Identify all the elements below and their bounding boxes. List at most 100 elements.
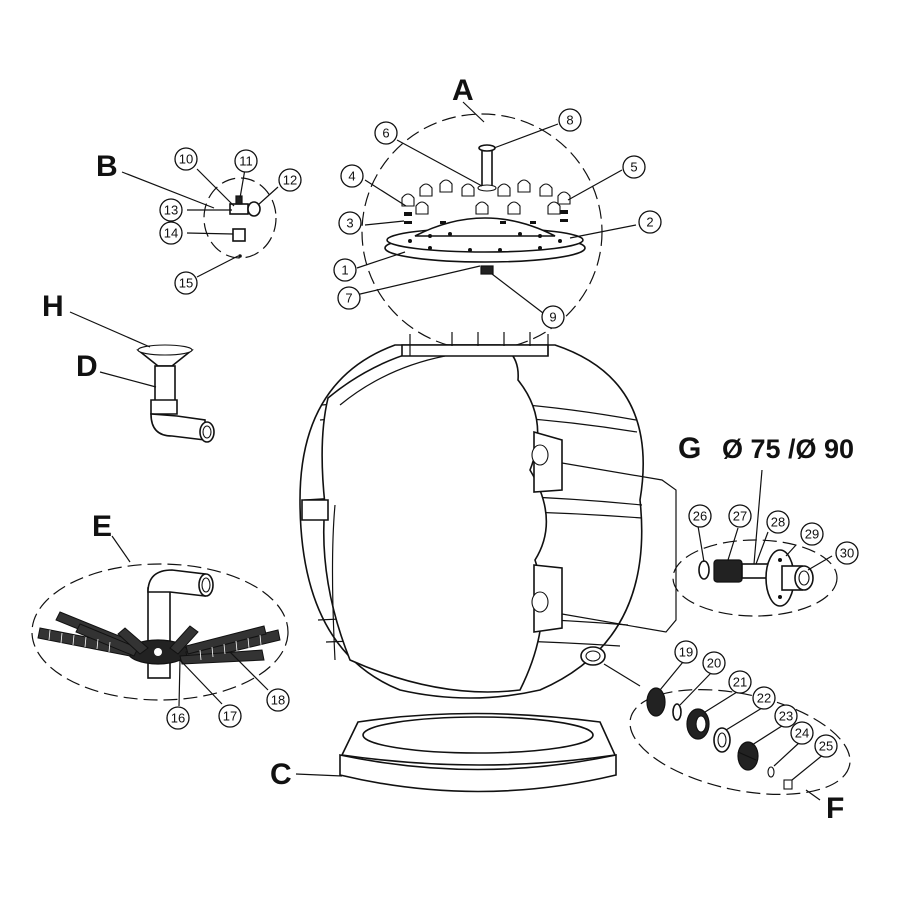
callout-label: 26 <box>693 509 707 524</box>
callout-circle <box>340 164 364 188</box>
callout-label: 17 <box>223 709 237 724</box>
callout-label: 12 <box>283 173 297 188</box>
group-f-drain <box>603 663 851 796</box>
callout-6: 6 <box>374 121 398 145</box>
group-h-funnel <box>136 344 194 367</box>
belt-clamp <box>301 499 329 521</box>
callout-circle <box>234 149 258 173</box>
callout-circle <box>374 121 398 145</box>
callout-label: 7 <box>345 291 352 306</box>
callout-circle <box>558 108 582 132</box>
callout-circle <box>159 221 183 245</box>
callout-9: 9 <box>541 305 565 329</box>
callout-label: 29 <box>805 527 819 542</box>
callout-label: 18 <box>271 693 285 708</box>
callout-24: 24 <box>790 721 814 745</box>
callout-22: 22 <box>752 686 776 710</box>
callout-circle <box>728 504 752 528</box>
callout-10: 10 <box>174 147 198 171</box>
callout-circle <box>702 651 726 675</box>
group-b-outline <box>203 177 277 259</box>
callout-29: 29 <box>800 522 824 546</box>
callout-1: 1 <box>333 258 357 282</box>
callout-circle <box>333 258 357 282</box>
callout-16: 16 <box>166 706 190 730</box>
callout-label: 19 <box>679 645 693 660</box>
pipe-collar <box>150 399 178 415</box>
callout-label: 25 <box>819 739 833 754</box>
callout-15: 15 <box>174 271 198 295</box>
f-plug <box>783 779 793 790</box>
callout-23: 23 <box>774 704 798 728</box>
callout-label: 23 <box>779 709 793 724</box>
callout-2: 2 <box>638 210 662 234</box>
f-small-oring <box>767 766 775 778</box>
callout-label: 21 <box>733 675 747 690</box>
group-c-base <box>339 712 617 793</box>
tank-top-rim <box>401 344 549 357</box>
letter-f: F <box>826 792 844 825</box>
vent-nut <box>232 228 246 242</box>
callout-circle <box>638 210 662 234</box>
g-diameter-title: Ø 75 /Ø 90 <box>722 434 854 464</box>
callout-21: 21 <box>728 670 752 694</box>
vent-cap <box>247 201 261 217</box>
callout-circle <box>814 734 838 758</box>
callout-circle <box>766 510 790 534</box>
callout-17: 17 <box>218 704 242 728</box>
callout-circle <box>278 168 302 192</box>
callout-label: 3 <box>346 216 353 231</box>
callout-circle <box>752 686 776 710</box>
callout-27: 27 <box>728 504 752 528</box>
callout-label: 5 <box>630 160 637 175</box>
group-a-lid-assembly <box>361 113 603 351</box>
callout-13: 13 <box>159 198 183 222</box>
callout-label: 2 <box>646 215 653 230</box>
callout-circle <box>166 706 190 730</box>
callout-label: 10 <box>179 152 193 167</box>
lateral-arms <box>37 611 281 665</box>
letter-d: D <box>76 350 98 383</box>
stem-oring <box>477 184 497 192</box>
g-nut <box>713 559 743 583</box>
callout-11: 11 <box>234 149 258 173</box>
callout-circle <box>337 286 361 310</box>
group-letters: A B C D E F G H Ø 75 /Ø 90 <box>42 74 854 825</box>
callout-label: 28 <box>771 515 785 530</box>
group-d-elbow-pipe <box>150 365 215 443</box>
callout-circle <box>622 155 646 179</box>
callout-circle <box>688 504 712 528</box>
callout-circle <box>790 721 814 745</box>
callout-20: 20 <box>702 651 726 675</box>
vent-screw <box>235 195 243 205</box>
stem-cap <box>478 144 496 152</box>
callout-4: 4 <box>340 164 364 188</box>
callout-circle <box>218 704 242 728</box>
group-g-outline <box>672 539 838 617</box>
callout-circle <box>159 198 183 222</box>
laterals-elbow <box>147 569 206 597</box>
callout-28: 28 <box>766 510 790 534</box>
group-e-outline <box>31 563 289 701</box>
callout-label: 1 <box>341 263 348 278</box>
vertical-pipe <box>154 365 176 403</box>
leader-lines <box>69 101 833 801</box>
callout-circle <box>266 688 290 712</box>
group-f-outline <box>629 688 851 796</box>
filter-tank <box>299 332 644 699</box>
callout-label: 15 <box>179 276 193 291</box>
g-leader-bracket <box>561 462 677 633</box>
callout-circle <box>338 211 362 235</box>
callout-label: 8 <box>566 113 573 128</box>
callout-5: 5 <box>622 155 646 179</box>
callout-18: 18 <box>266 688 290 712</box>
callout-19: 19 <box>674 640 698 664</box>
callout-circle <box>728 670 752 694</box>
callout-label: 13 <box>164 203 178 218</box>
callout-26: 26 <box>688 504 712 528</box>
callout-label: 16 <box>171 711 185 726</box>
centre-stem <box>481 147 493 189</box>
callout-circle <box>674 640 698 664</box>
letter-g: G <box>678 432 701 465</box>
